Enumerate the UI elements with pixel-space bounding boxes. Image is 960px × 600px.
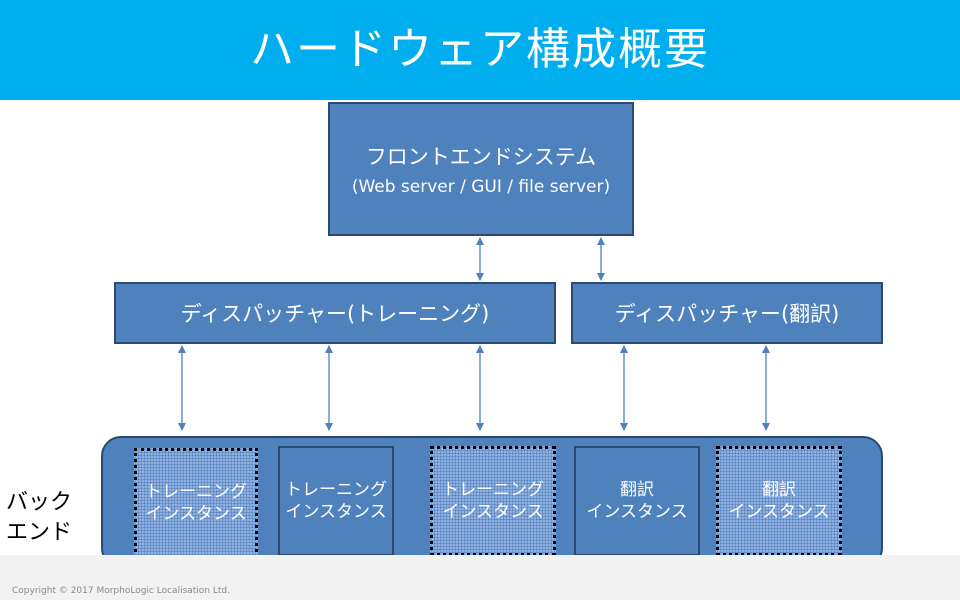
instance-type-label: トレーニング	[285, 480, 387, 500]
instance-label: インスタンス	[145, 504, 247, 524]
footer-band	[0, 555, 960, 600]
dispatcher-training-box: ディスパッチャー(トレーニング)	[114, 282, 556, 344]
instance-label: インスタンス	[442, 502, 544, 522]
title-bar	[0, 0, 960, 100]
backend-label-line2: エンド	[6, 520, 73, 545]
frontend-system-name: フロントエンドシステム	[365, 145, 597, 169]
frontend-system-box: フロントエンドシステム (Web server / GUI / file ser…	[328, 102, 634, 236]
copyright-text: Copyright © 2017 MorphoLogic Localisatio…	[12, 586, 230, 596]
instance-type-label: 翻訳	[620, 480, 654, 500]
dispatcher-translation-box: ディスパッチャー(翻訳)	[571, 282, 883, 344]
training-instance-2: トレーニング インスタンス	[278, 446, 394, 556]
training-instance-1: トレーニング インスタンス	[134, 448, 258, 558]
instance-label: インスタンス	[586, 502, 688, 522]
instance-label: インスタンス	[728, 502, 830, 522]
instance-type-label: トレーニング	[442, 480, 544, 500]
instance-label: インスタンス	[285, 502, 387, 522]
slide-title: ハードウェア構成概要	[250, 24, 710, 75]
backend-label-line1: バック	[6, 490, 73, 515]
frontend-system-detail: (Web server / GUI / file server)	[351, 177, 611, 197]
instance-type-label: 翻訳	[762, 480, 796, 500]
backend-label: バック エンド	[6, 488, 72, 548]
training-instance-3: トレーニング インスタンス	[430, 446, 556, 556]
translation-instance-1: 翻訳 インスタンス	[574, 446, 700, 556]
instance-type-label: トレーニング	[145, 482, 247, 502]
translation-instance-2: 翻訳 インスタンス	[716, 446, 842, 556]
